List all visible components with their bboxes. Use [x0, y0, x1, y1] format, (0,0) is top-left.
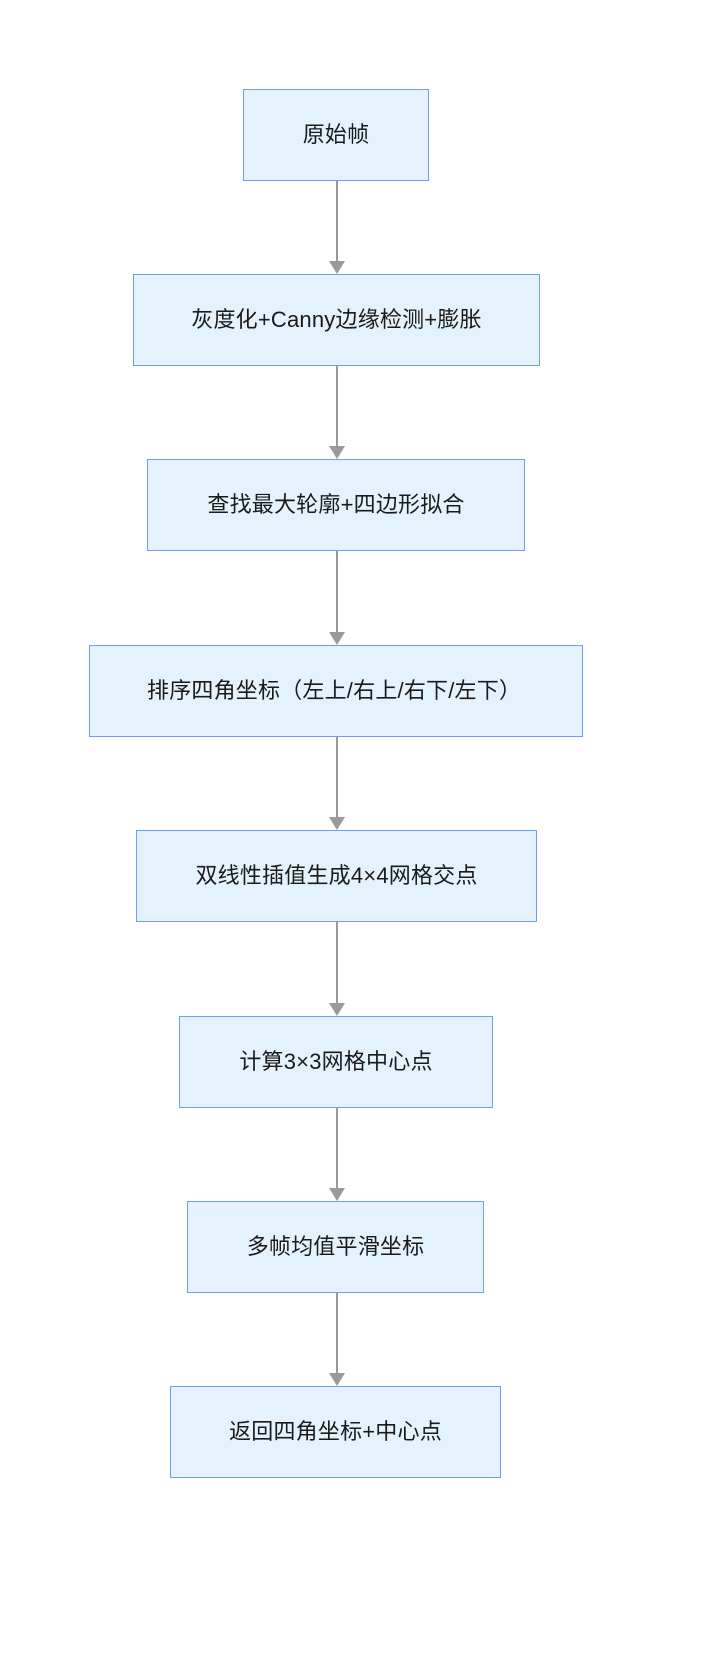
flow-node-n3[interactable]: 查找最大轮廓+四边形拟合: [147, 459, 525, 551]
flow-node-n5[interactable]: 双线性插值生成4×4网格交点: [136, 830, 537, 922]
arrow-head-icon: [328, 261, 345, 274]
flow-node-label: 双线性插值生成4×4网格交点: [195, 863, 478, 888]
flow-node-label: 计算3×3网格中心点: [239, 1049, 433, 1074]
arrow-line: [336, 366, 338, 447]
arrow-line: [336, 737, 338, 818]
flow-node-n7[interactable]: 多帧均值平滑坐标: [187, 1201, 484, 1293]
arrow-line: [336, 551, 338, 633]
arrow-head-icon: [328, 1373, 345, 1386]
flow-node-n6[interactable]: 计算3×3网格中心点: [179, 1016, 493, 1108]
arrow-head-icon: [328, 1188, 345, 1201]
arrow-head-icon: [328, 446, 345, 459]
arrow-line: [336, 1108, 338, 1189]
flow-node-n4[interactable]: 排序四角坐标（左上/右上/右下/左下）: [89, 645, 583, 737]
arrow-head-icon: [328, 817, 345, 830]
flow-node-label: 灰度化+Canny边缘检测+膨胀: [191, 307, 482, 332]
flow-node-n2[interactable]: 灰度化+Canny边缘检测+膨胀: [133, 274, 540, 366]
arrow-head-icon: [328, 1003, 345, 1016]
arrow-line: [336, 181, 338, 262]
flow-node-label: 原始帧: [302, 122, 370, 147]
flow-node-n8[interactable]: 返回四角坐标+中心点: [170, 1386, 501, 1478]
arrow-line: [336, 922, 338, 1004]
flow-node-label: 返回四角坐标+中心点: [229, 1419, 442, 1444]
arrow-head-icon: [328, 632, 345, 645]
flow-node-label: 查找最大轮廓+四边形拟合: [207, 492, 465, 517]
arrow-line: [336, 1293, 338, 1374]
flow-node-n1[interactable]: 原始帧: [243, 89, 429, 181]
flow-node-label: 多帧均值平滑坐标: [246, 1234, 425, 1259]
flow-node-label: 排序四角坐标（左上/右上/右下/左下）: [147, 678, 522, 703]
